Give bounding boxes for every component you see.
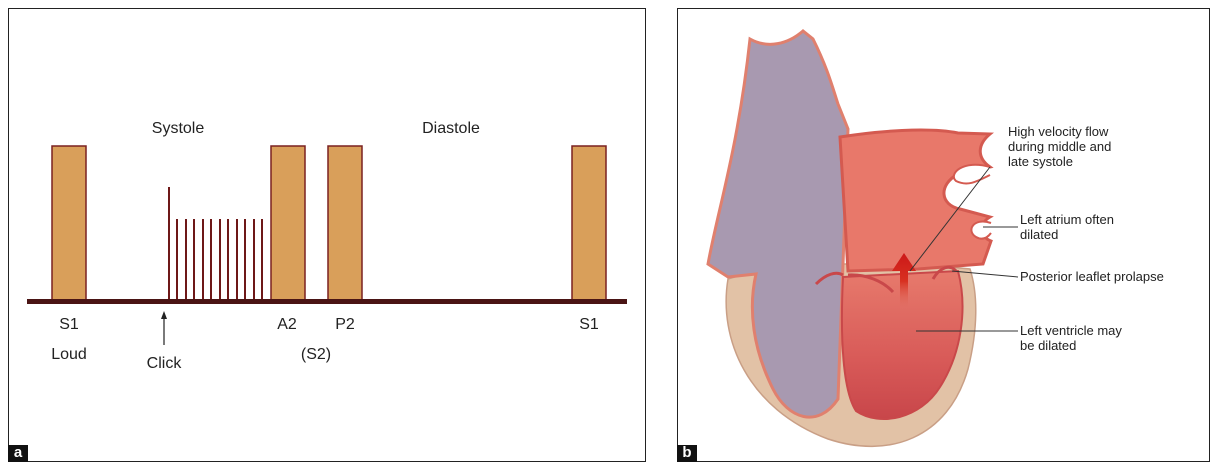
note-s2: (S2) <box>301 346 331 363</box>
label-ventricle-line-1: Left ventricle may <box>1020 323 1122 338</box>
sound-label-a2: A2 <box>277 316 297 333</box>
right-heart-chambers <box>708 31 848 417</box>
heart-illustration: High velocity flow during middle and lat… <box>678 9 1209 461</box>
phonocardiogram-diagram: Systole Diastole S1 A2 P2 S1 <box>9 9 645 461</box>
label-ventricle-line-2: be dilated <box>1020 338 1076 353</box>
sound-bar-s1-second <box>572 146 606 301</box>
sound-bar-p2 <box>328 146 362 301</box>
sound-label-p2: P2 <box>335 316 355 333</box>
label-prolapse: Posterior leaflet prolapse <box>1020 269 1164 284</box>
panel-letter-a: a <box>8 445 28 462</box>
label-flow-line-2: during middle and <box>1008 139 1111 154</box>
label-flow-line-1: High velocity flow <box>1008 124 1109 139</box>
label-atrium-line-1: Left atrium often <box>1020 212 1114 227</box>
click-arrow-head <box>161 311 167 319</box>
panel-letter-b: b <box>677 445 697 462</box>
phase-label-diastole: Diastole <box>422 120 480 137</box>
sound-bar-a2 <box>271 146 305 301</box>
sound-label-s1-first: S1 <box>59 316 79 333</box>
sound-label-s1-second: S1 <box>579 316 599 333</box>
label-atrium-line-2: dilated <box>1020 227 1058 242</box>
panel-a-phonocardiogram: Systole Diastole S1 A2 P2 S1 <box>8 8 646 462</box>
late-systolic-murmur <box>177 219 262 301</box>
sound-bar-s1-first <box>52 146 86 301</box>
note-click: Click <box>147 355 183 372</box>
pulmonary-vein-lower <box>971 222 991 239</box>
label-flow-line-3: late systole <box>1008 154 1073 169</box>
baseline <box>27 299 627 304</box>
phase-label-systole: Systole <box>152 120 205 137</box>
panel-b-heart-illustration: High velocity flow during middle and lat… <box>677 8 1210 462</box>
left-atrium <box>840 130 991 271</box>
note-loud: Loud <box>51 346 87 363</box>
